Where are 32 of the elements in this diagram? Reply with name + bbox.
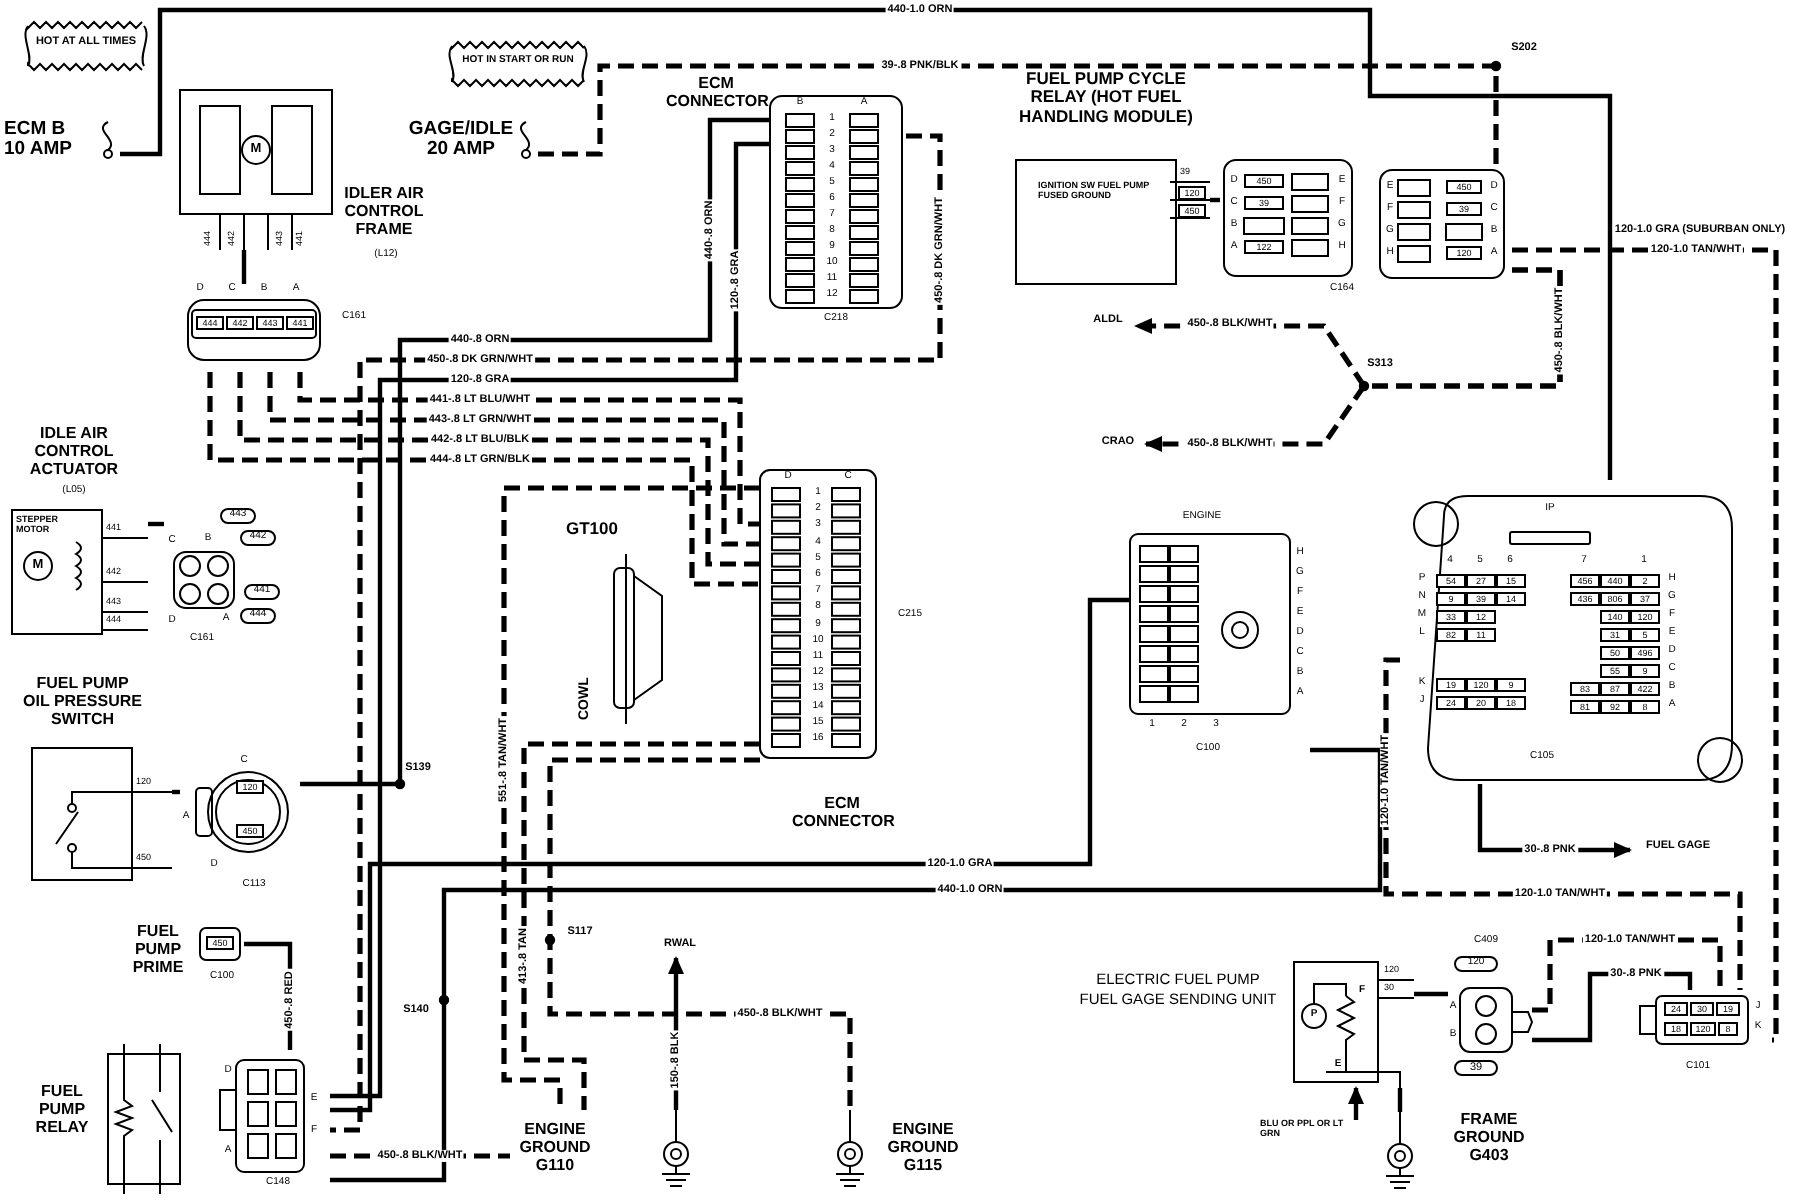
wire [241, 250, 247, 284]
component-label: FUEL PUMP OIL PRESSURE SWITCH [22, 676, 143, 729]
wire [538, 63, 1499, 170]
wire [1383, 657, 1743, 990]
heading: ECM CONNECTOR [664, 76, 768, 112]
component-label: IDLER AIR CONTROL FRAME [342, 186, 426, 239]
wire [1512, 247, 1779, 1043]
wire [300, 117, 770, 787]
arrow [1348, 1086, 1364, 1120]
wire [330, 597, 1130, 1113]
wire [1414, 991, 1448, 997]
component-label: GAGE/IDLE 20 AMP [406, 120, 516, 162]
component-label: FUEL PUMP PRIME [130, 924, 186, 977]
wire [1397, 1088, 1403, 1112]
wire [330, 141, 770, 1099]
wire [521, 741, 760, 1110]
component-label: ECM B 10 AMP [4, 120, 74, 162]
wire [172, 789, 180, 795]
wire [120, 7, 1613, 480]
wire [501, 485, 760, 1110]
component-label: IDLE AIR CONTROL ACTUATOR [27, 426, 121, 479]
component-label: GT100 [566, 520, 620, 539]
component-label: FRAME GROUND G403 [1451, 1112, 1527, 1165]
heading: ECM CONNECTOR [790, 796, 894, 832]
component-label: ENGINE GROUND G115 [885, 1122, 961, 1175]
wire [547, 757, 853, 1110]
wire [1210, 197, 1220, 203]
component-label: FUEL PUMP RELAY [33, 1084, 91, 1137]
wire [148, 521, 164, 527]
component-label: ENGINE GROUND G110 [517, 1122, 593, 1175]
wire [330, 747, 1383, 1183]
component-label: FUEL PUMP CYCLE RELAY (HOT FUEL HANDLING MODULE) [1017, 70, 1195, 127]
